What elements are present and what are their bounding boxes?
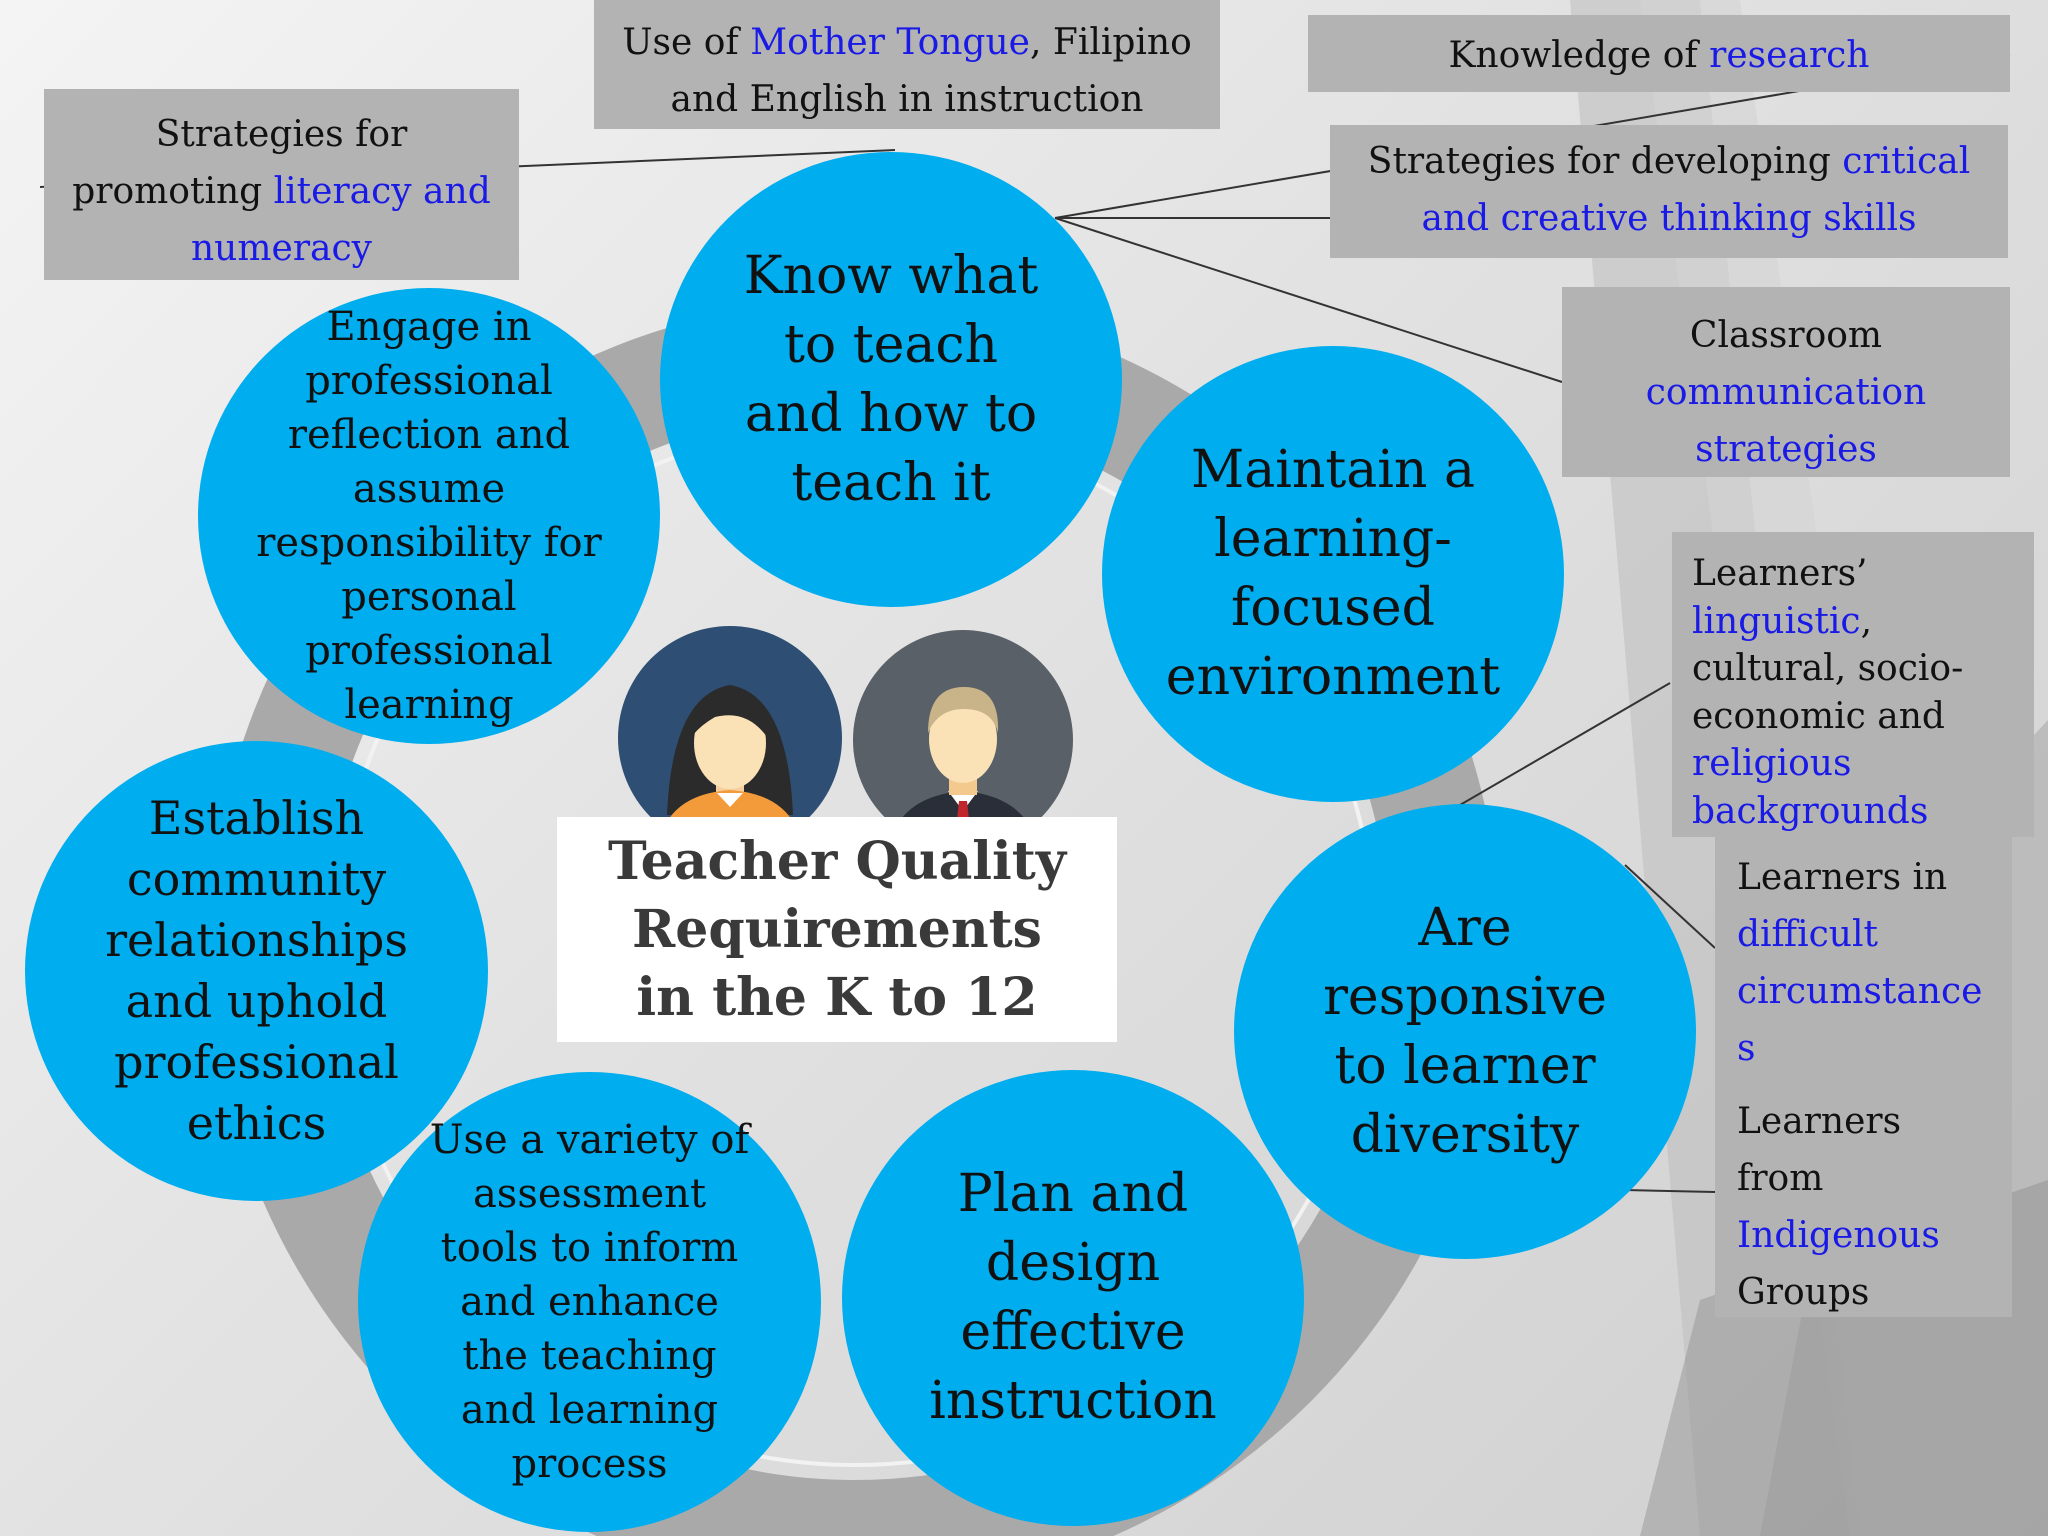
- circle-assess-text: Use a variety of assessment tools to inf…: [429, 1117, 750, 1487]
- box-difficult-indigenous: Learners in difficult circumstance s Lea…: [1715, 837, 2012, 1317]
- circle-plan-text: Plan and design effective instruction: [929, 1164, 1217, 1431]
- box-research-highlight: research: [1709, 35, 1870, 76]
- box-literacy-text: Strategies for promoting literacy and nu…: [44, 106, 519, 277]
- circle-maintain-text: Maintain a learning- focused environment: [1165, 440, 1501, 707]
- circle-know: Know what to teach and how to teach it: [660, 152, 1122, 607]
- circle-community: Establish community relationships and up…: [25, 741, 488, 1201]
- box-mother-tongue-text-2: , Filipino and English in instruction: [670, 22, 1192, 120]
- circle-responsive: Are responsive to learner diversity: [1234, 804, 1696, 1259]
- box-linguistic-plain: Learners’: [1692, 553, 1868, 594]
- center-title-text: Teacher Quality Requirements in the K to…: [607, 830, 1067, 1028]
- box-linguistic-highlight-2: religious backgrounds: [1692, 743, 1929, 832]
- box-linguistic-plain-2: , cultural, socio- economic and: [1692, 600, 1964, 737]
- box-linguistic: Learners’ linguistic, cultural, socio- e…: [1672, 532, 2034, 837]
- circle-reflection-text: Engage in professional reflection and as…: [256, 304, 602, 728]
- box-indigenous: Learners from Indigenous Groups: [1737, 1093, 2012, 1321]
- circle-responsive-text: Are responsive to learner diversity: [1323, 897, 1607, 1165]
- box-literacy: [44, 89, 519, 280]
- circle-reflection: Engage in professional reflection and as…: [198, 288, 660, 744]
- box-research: Knowledge of research: [1308, 15, 2010, 92]
- box-difficult-plain: Learners in: [1737, 857, 1948, 898]
- box-research-plain: Knowledge of: [1448, 35, 1710, 76]
- box-critical: Strategies for developing critical and c…: [1330, 125, 2008, 258]
- box-critical-plain: Strategies for developing: [1367, 141, 1843, 182]
- box-mother-tongue-text: Use of: [622, 22, 751, 63]
- circle-know-text: Know what to teach and how to teach it: [743, 245, 1039, 513]
- male-teacher-avatar-icon: [853, 630, 1073, 825]
- box-classroom: Classroom communication strategies: [1562, 287, 2010, 477]
- box-literacy-highlight: literacy and numeracy: [191, 171, 491, 269]
- box-linguistic-highlight: linguistic: [1692, 600, 1861, 642]
- circle-assess: Use a variety of assessment tools to inf…: [358, 1072, 821, 1532]
- center-title: Teacher Quality Requirements in the K to…: [557, 817, 1117, 1042]
- box-critical-highlight: critical and creative thinking skills: [1421, 141, 1971, 239]
- box-classroom-plain: Classroom: [1689, 315, 1883, 356]
- box-classroom-highlight: communication strategies: [1645, 372, 1927, 470]
- box-difficult-highlight: difficult circumstance s: [1737, 914, 1983, 1069]
- box-indigenous-highlight: Indigenous: [1737, 1215, 1940, 1256]
- box-mother-tongue-highlight: Mother Tongue: [750, 22, 1030, 63]
- circle-community-text: Establish community relationships and up…: [105, 791, 408, 1150]
- box-mother-tongue: Use of Mother Tongue, Filipino and Engli…: [594, 0, 1220, 129]
- box-literacy-plain: Strategies for promoting: [72, 114, 408, 212]
- box-indigenous-plain-2: Groups: [1737, 1272, 1870, 1313]
- box-indigenous-plain: Learners from: [1737, 1101, 1902, 1199]
- female-teacher-avatar-icon: [618, 626, 842, 825]
- circle-maintain: Maintain a learning- focused environment: [1102, 346, 1564, 802]
- box-difficult: Learners in difficult circumstance s: [1737, 849, 2012, 1077]
- circle-plan: Plan and design effective instruction: [842, 1070, 1304, 1526]
